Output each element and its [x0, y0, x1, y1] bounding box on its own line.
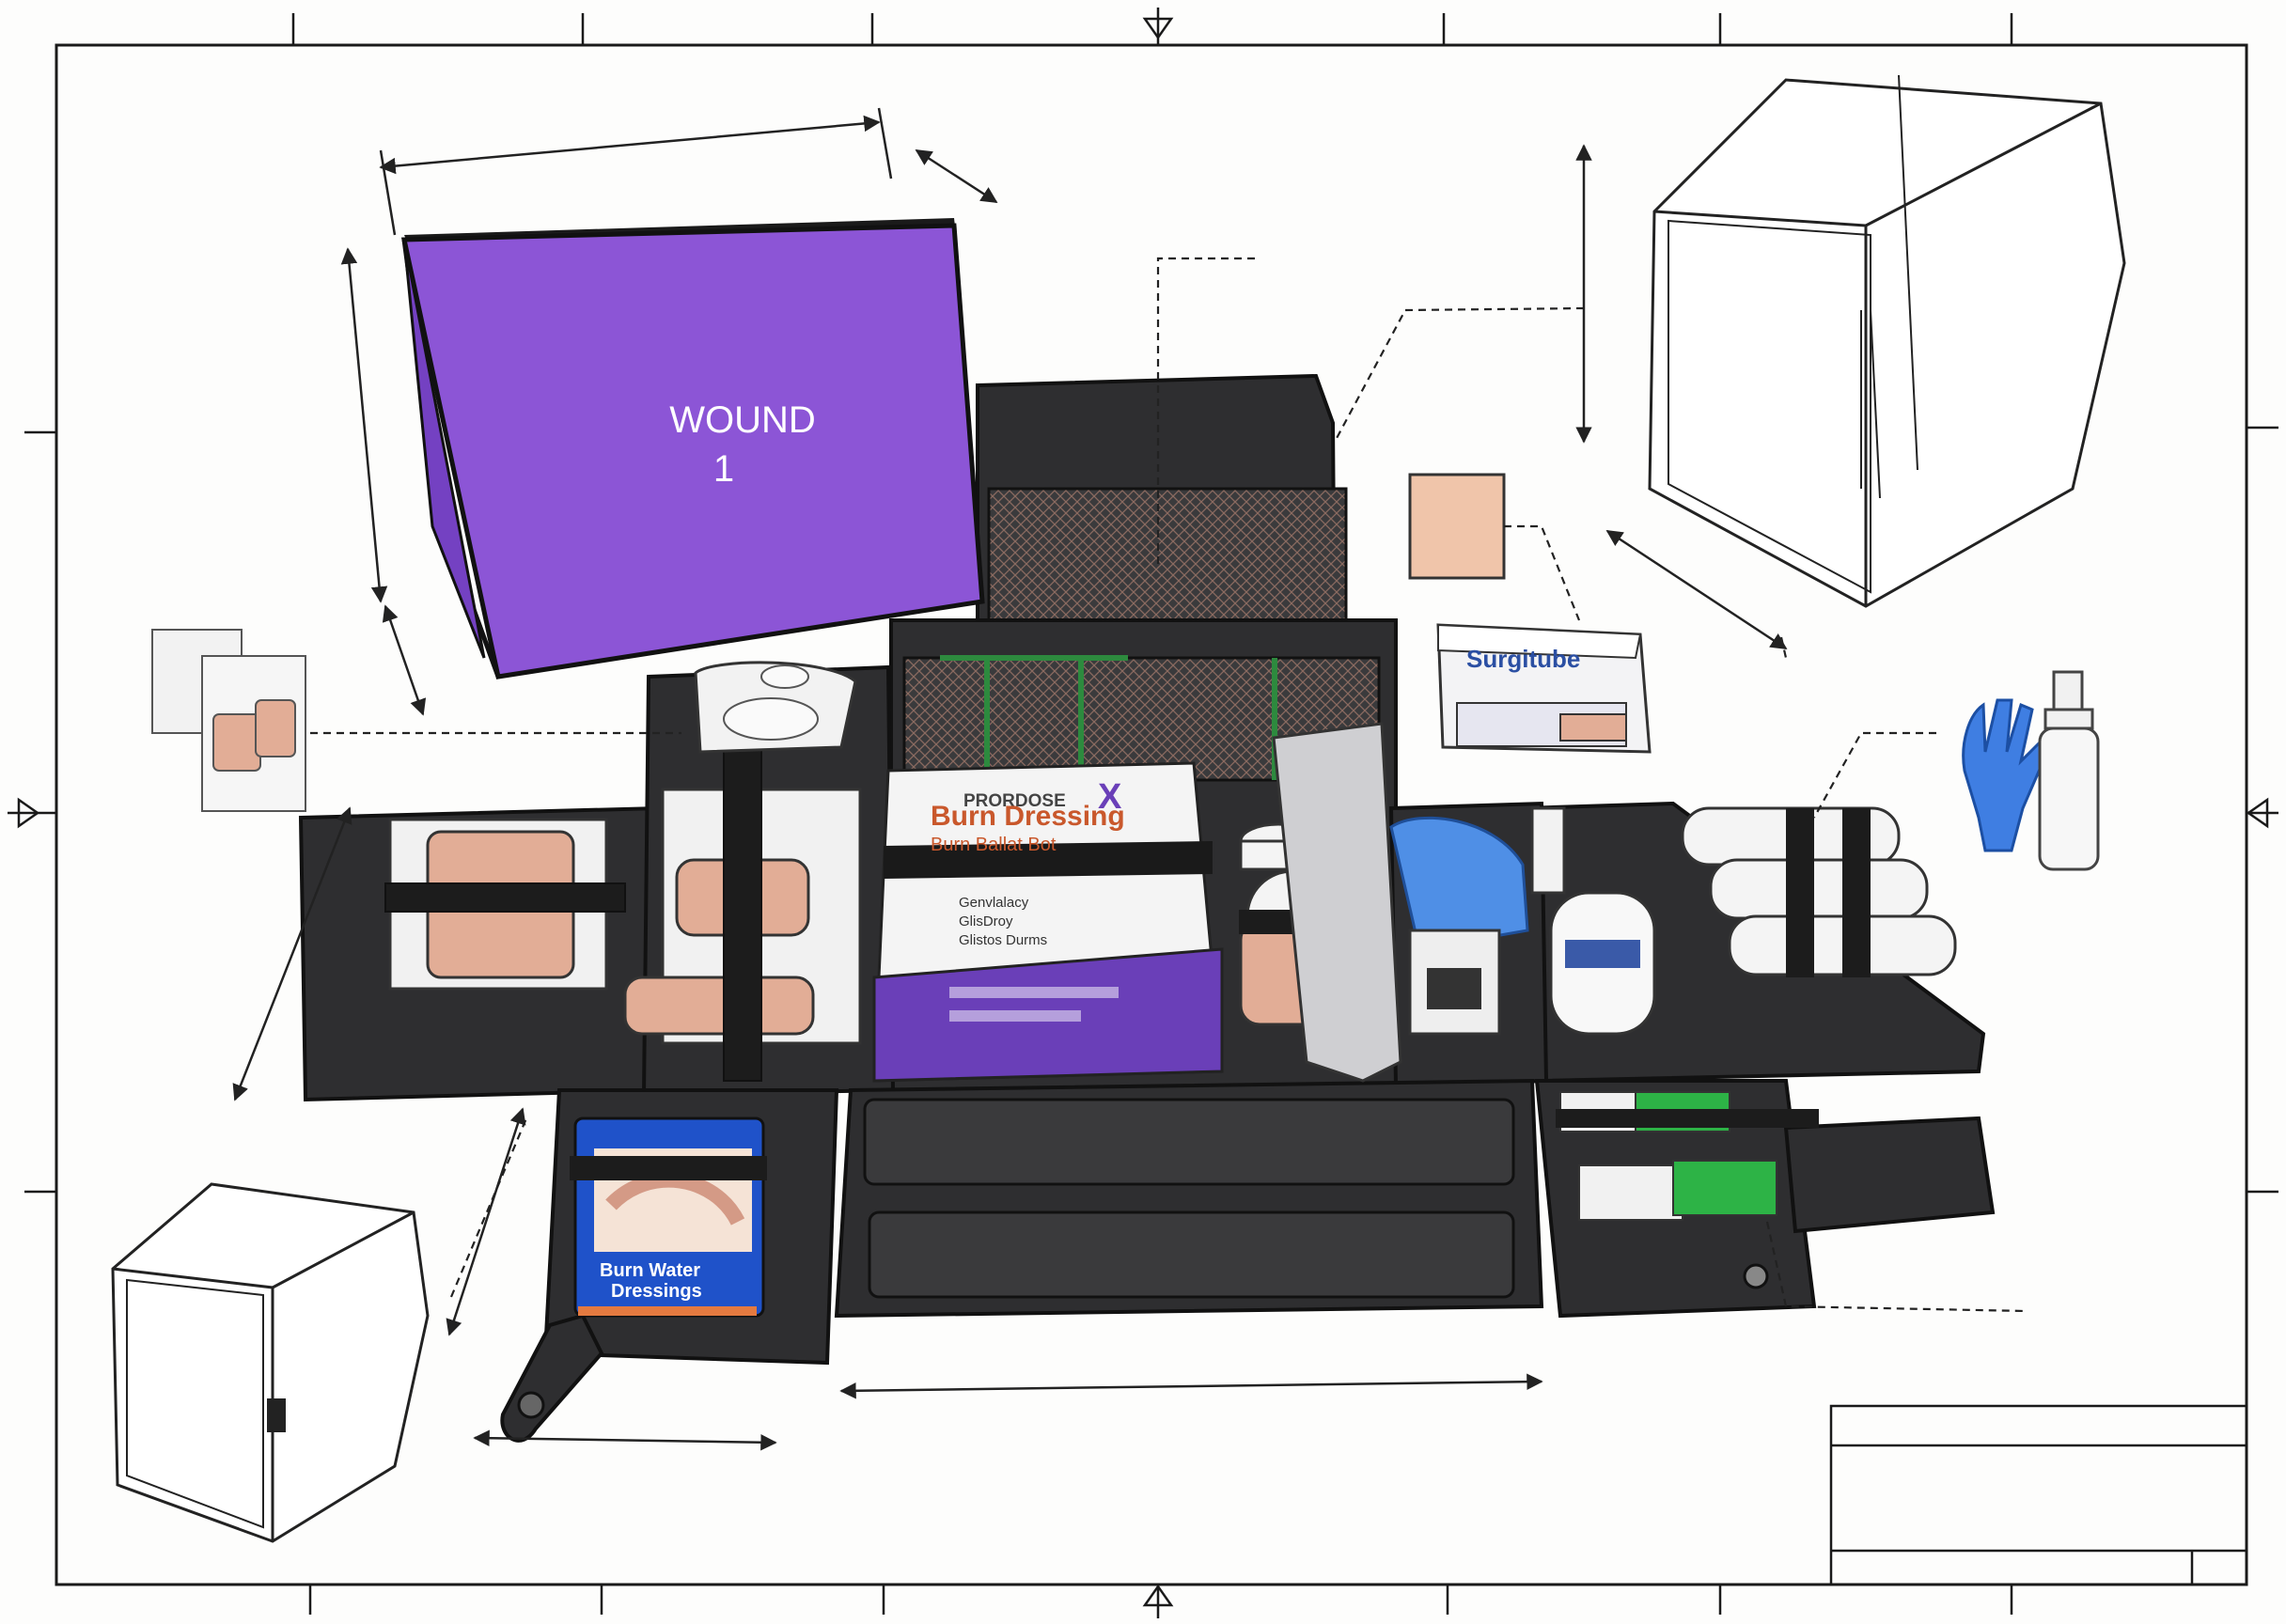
burn-water-line2: Dressings [611, 1281, 702, 1302]
clear-case-small-icon [111, 1182, 430, 1543]
leader-lines [310, 257, 2027, 1313]
burn-dressing-brand-mark: X [1098, 777, 1122, 817]
center-marks [8, 8, 2278, 1618]
drawing-frame [24, 13, 2278, 1615]
burn-dressing-bullet-3: Glistos Durms [959, 932, 1047, 948]
saline-bottle [1530, 806, 1656, 1036]
burn-dressing-bullet-1: Genvlalacy [959, 895, 1029, 911]
clear-case-icon [1648, 74, 2126, 608]
burn-water-line1: Burn Water [600, 1260, 700, 1281]
pouch-label-line1: WOUND [669, 399, 816, 441]
sachet-group [1556, 1091, 1819, 1221]
dimension-lines [232, 107, 1788, 1451]
burn-dressing-title: Burn Dressing [931, 801, 1125, 832]
spray-bottle-icon [2038, 670, 2100, 871]
plaster-patch [1408, 473, 1506, 580]
pouch-label-line2: 1 [713, 448, 734, 490]
wound-pouch: WOUND 1 [400, 218, 985, 679]
loose-plaster-packets [151, 629, 306, 812]
pull-tab [500, 1313, 604, 1443]
side-strap [1783, 1116, 1996, 1234]
burn-dressing-bullet-2: GlisDroy [959, 914, 1013, 929]
burn-water-pack: Burn Water Dressings [570, 1116, 767, 1318]
foil-pouch [1272, 722, 1529, 1083]
burn-dressing-subtitle: Burn Ballat Bot [931, 835, 1057, 855]
large-plaster [384, 818, 626, 991]
glove-icon [1962, 698, 2049, 852]
mesh-pocket [987, 487, 1348, 622]
burn-dressing-brand: PRORDOSE [963, 791, 1066, 811]
plaster-strip-set [623, 661, 862, 1082]
surgitube-box: Surgitube [1436, 623, 1652, 754]
surgitube-label: Surgitube [1466, 645, 1580, 673]
title-block [1829, 1404, 2248, 1586]
burn-dressing-pack: PRORDOSE X Burn Dressing Burn Ballat Bot… [872, 761, 1224, 1083]
bandage-roll-icon [1681, 806, 1957, 977]
